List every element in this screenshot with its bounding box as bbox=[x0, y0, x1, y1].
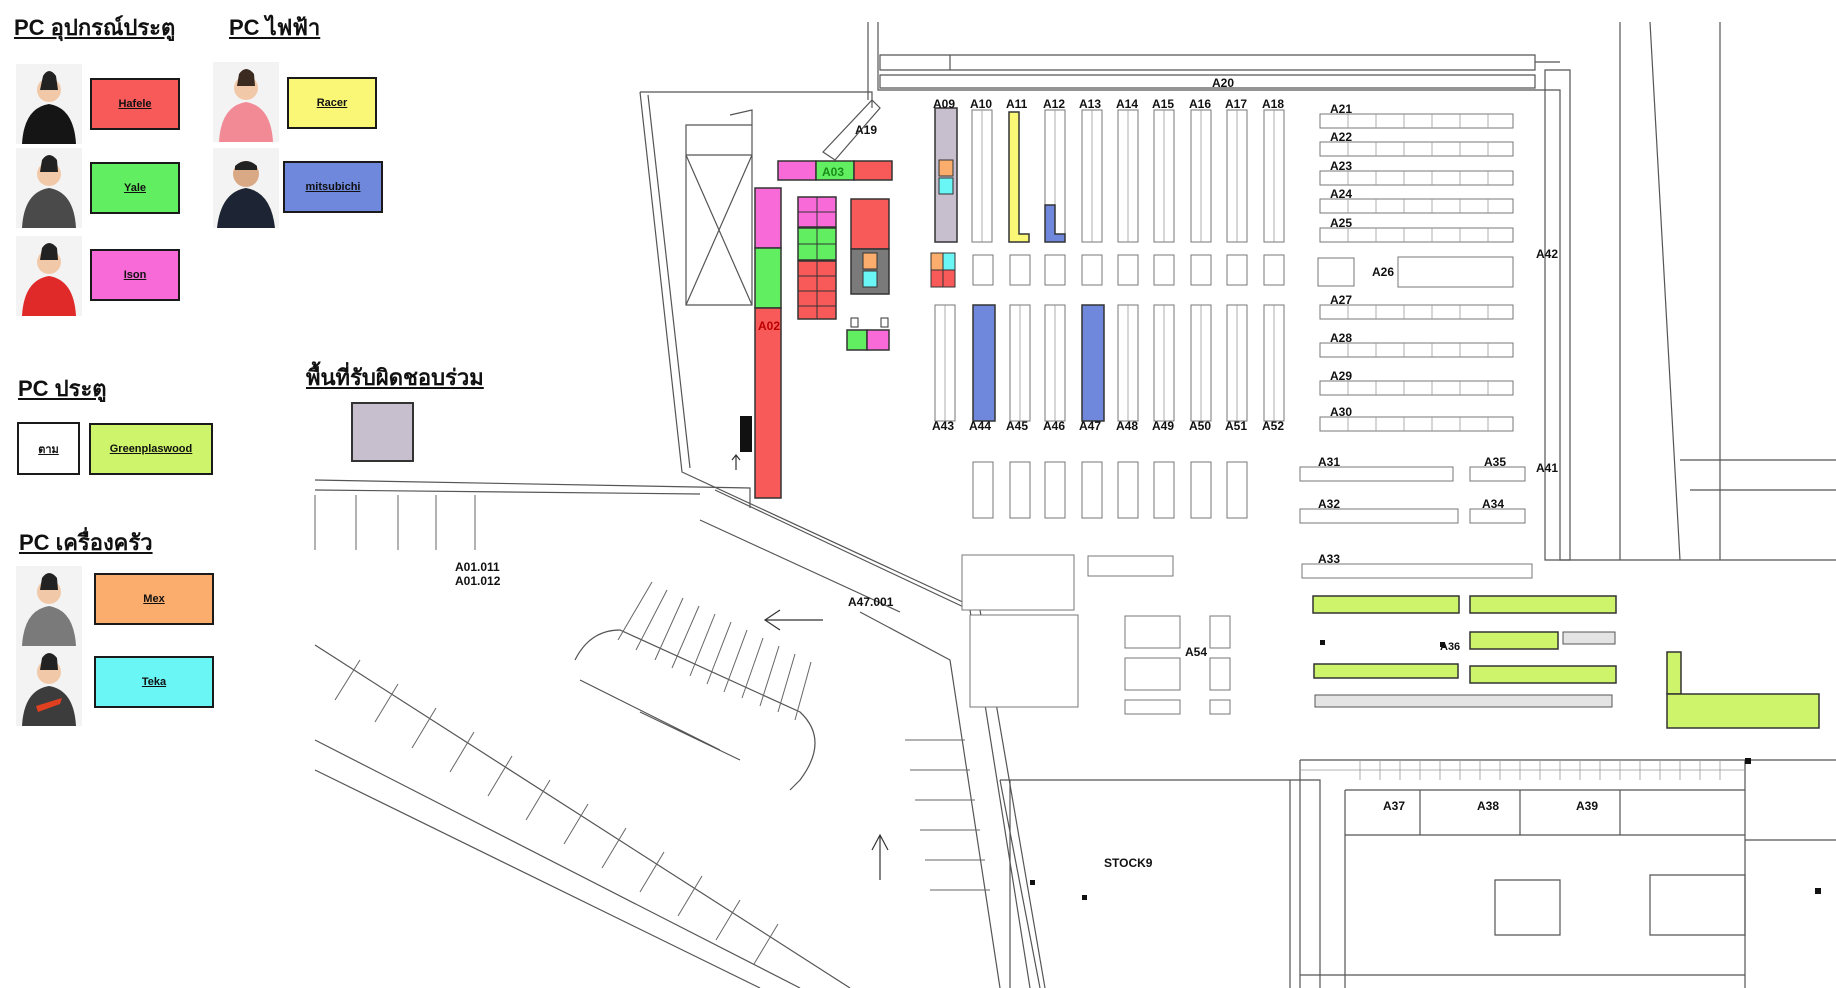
avatar bbox=[16, 148, 82, 228]
zone-a47-mitsubichi[interactable] bbox=[1081, 304, 1105, 422]
zone-greenplaswood[interactable] bbox=[1666, 693, 1820, 729]
island-hafele-2[interactable] bbox=[850, 198, 890, 250]
label-a49: A49 bbox=[1152, 419, 1174, 433]
zone-greenplaswood[interactable] bbox=[1666, 651, 1682, 695]
label-a32: A32 bbox=[1318, 497, 1340, 511]
label-a02: A02 bbox=[758, 319, 780, 333]
label-a34: A34 bbox=[1482, 497, 1504, 511]
group-title-door: PC ประตู bbox=[18, 376, 107, 401]
label-a13: A13 bbox=[1079, 97, 1101, 111]
zone-a11-racer[interactable] bbox=[1008, 111, 1030, 243]
zone-greenplaswood[interactable] bbox=[1313, 663, 1459, 679]
label-a18: A18 bbox=[1262, 97, 1284, 111]
label-a14: A14 bbox=[1116, 97, 1138, 111]
zone-greenplaswood[interactable] bbox=[1469, 665, 1617, 684]
label-a15: A15 bbox=[1152, 97, 1174, 111]
brand-greenplaswood[interactable]: Greenplaswood bbox=[89, 423, 213, 475]
label-a10: A10 bbox=[970, 97, 992, 111]
label-a39: A39 bbox=[1576, 799, 1598, 813]
label-a09: A09 bbox=[933, 97, 955, 111]
avatar bbox=[16, 236, 82, 316]
avatar bbox=[16, 64, 82, 144]
label-a38: A38 bbox=[1477, 799, 1499, 813]
label-a41: A41 bbox=[1536, 461, 1558, 475]
label-a42: A42 bbox=[1536, 247, 1558, 261]
label-a26: A26 bbox=[1372, 265, 1394, 279]
label-a27: A27 bbox=[1330, 293, 1352, 307]
label-a45: A45 bbox=[1006, 419, 1028, 433]
zone-a03-hafele[interactable] bbox=[853, 160, 893, 181]
group-title-door-hardware: PC อุปกรณ์ประตู bbox=[14, 15, 176, 40]
label-a47-001: A47.001 bbox=[848, 595, 894, 609]
label-a44: A44 bbox=[969, 419, 991, 433]
zone-a02-hafele[interactable] bbox=[754, 307, 782, 499]
zone-a44-mitsubichi[interactable] bbox=[972, 304, 996, 422]
floor-plan-map: A01.011 A01.012 A02 A03 A09 A10 A11 A12 … bbox=[314, 21, 1836, 988]
label-a01-011: A01.011 bbox=[455, 560, 500, 574]
label-a17: A17 bbox=[1225, 97, 1247, 111]
brand-racer[interactable]: Racer bbox=[287, 77, 377, 129]
label-a01-012: A01.012 bbox=[455, 574, 501, 588]
brand-teka[interactable]: Teka bbox=[94, 656, 214, 708]
label-a54: A54 bbox=[1185, 645, 1207, 659]
label-a12: A12 bbox=[1043, 97, 1065, 111]
zone-a12-mitsubichi[interactable] bbox=[1044, 204, 1066, 243]
label-a19: A19 bbox=[855, 123, 877, 137]
zone-greenplaswood[interactable] bbox=[1469, 595, 1617, 614]
brand-ison[interactable]: Ison bbox=[90, 249, 180, 301]
zone-a02-ison[interactable] bbox=[754, 187, 782, 249]
label-a46: A46 bbox=[1043, 419, 1065, 433]
label-a50: A50 bbox=[1189, 419, 1211, 433]
label-a36: A36 bbox=[1440, 641, 1460, 653]
person-photo-icon bbox=[219, 69, 273, 142]
label-a30: A30 bbox=[1330, 405, 1352, 419]
label-a33: A33 bbox=[1318, 552, 1340, 566]
person-photo-icon bbox=[217, 161, 275, 228]
label-a43: A43 bbox=[932, 419, 954, 433]
avatar bbox=[213, 62, 279, 142]
group-title-shared-area: พื้นที่รับผิดชอบร่วม bbox=[306, 365, 484, 390]
label-a28: A28 bbox=[1330, 331, 1352, 345]
label-a37: A37 bbox=[1383, 799, 1405, 813]
zone-a02-yale[interactable] bbox=[754, 247, 782, 309]
zone-greenplaswood[interactable] bbox=[1469, 631, 1559, 650]
zone-greenplaswood[interactable] bbox=[1312, 595, 1460, 614]
label-a24: A24 bbox=[1330, 187, 1352, 201]
avatar bbox=[213, 148, 279, 228]
avatar bbox=[16, 646, 82, 726]
label-a11: A11 bbox=[1006, 97, 1028, 111]
person-photo-icon bbox=[22, 155, 76, 228]
person-photo-icon bbox=[22, 653, 76, 726]
label-a25: A25 bbox=[1330, 216, 1352, 230]
group-title-electric: PC ไฟฟ้า bbox=[229, 15, 321, 40]
person-photo-icon bbox=[22, 71, 76, 144]
label-a31: A31 bbox=[1318, 455, 1340, 469]
brand-yale[interactable]: Yale bbox=[90, 162, 180, 214]
label-a22: A22 bbox=[1330, 130, 1352, 144]
avatar bbox=[16, 566, 82, 646]
label-a52: A52 bbox=[1262, 419, 1284, 433]
label-a20: A20 bbox=[1212, 76, 1234, 90]
shared-area-swatch bbox=[351, 402, 414, 462]
group-title-kitchen: PC เครื่องครัว bbox=[19, 530, 153, 555]
brand-hafele[interactable]: Hafele bbox=[90, 78, 180, 130]
label-a16: A16 bbox=[1189, 97, 1211, 111]
label-a35: A35 bbox=[1484, 455, 1506, 469]
label-a47: A47 bbox=[1079, 419, 1101, 433]
label-a21: A21 bbox=[1330, 102, 1352, 116]
person-photo-icon bbox=[22, 243, 76, 316]
label-a48: A48 bbox=[1116, 419, 1138, 433]
label-a03: A03 bbox=[822, 165, 844, 179]
zone-a03-ison[interactable] bbox=[777, 160, 817, 181]
label-a23: A23 bbox=[1330, 159, 1352, 173]
label-a29: A29 bbox=[1330, 369, 1352, 383]
label-stock9: STOCK9 bbox=[1104, 856, 1153, 870]
brand-mitsubichi[interactable]: mitsubichi bbox=[283, 161, 383, 213]
brand-tam[interactable]: ตาม bbox=[17, 422, 80, 475]
label-a51: A51 bbox=[1225, 419, 1247, 433]
person-photo-icon bbox=[22, 573, 76, 646]
brand-mex[interactable]: Mex bbox=[94, 573, 214, 625]
